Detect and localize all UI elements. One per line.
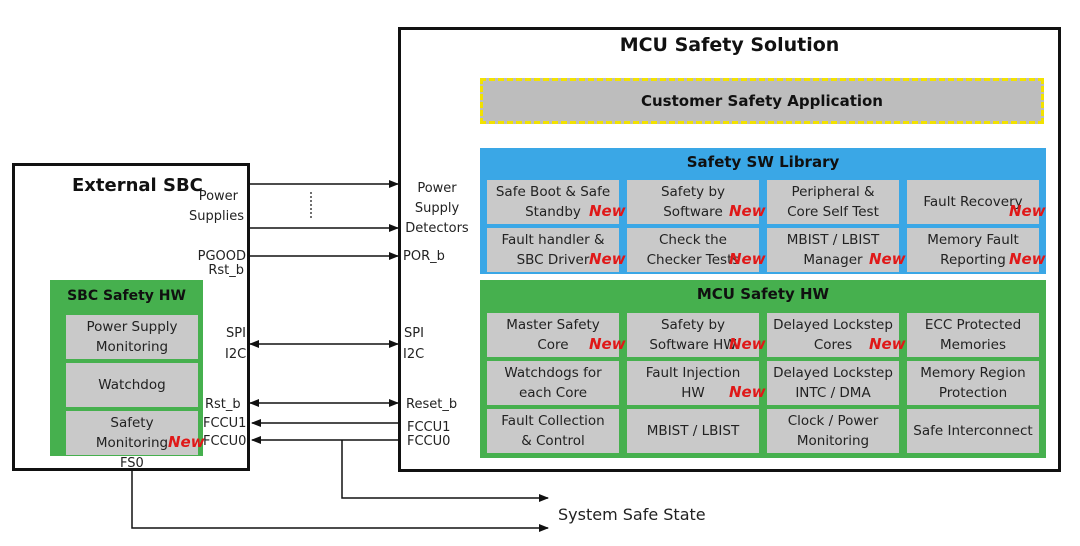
new-badge: New: [729, 335, 766, 353]
hw-cell-ecc-protected-memories: ECC Protected Memories: [907, 313, 1039, 357]
sw-cell-peripheral-core-self-test: Peripheral & Core Self Test: [767, 180, 899, 224]
hw-cell-label: Master Safety Core: [506, 317, 600, 353]
sw-cell-label: Fault Recovery: [923, 194, 1023, 210]
new-badge: New: [869, 335, 906, 353]
sbc-fccu0-label: FCCU0: [203, 434, 247, 449]
hw-cell-label: Delayed Lockstep INTC / DMA: [773, 365, 893, 401]
hw-cell-label: Delayed Lockstep Cores: [773, 317, 893, 353]
customer-safety-application: Customer Safety Application: [480, 78, 1044, 124]
hw-cell-label: MBIST / LBIST: [646, 423, 740, 439]
sbc-cell-label: Safety Monitoring: [95, 415, 169, 451]
sbc-fs0-label: FS0: [120, 456, 144, 471]
hw-cell-watchdogs-for-each-core: Watchdogs for each Core: [487, 361, 619, 405]
hw-cell-safety-by-software-hw: Safety by Software HW: [627, 313, 759, 357]
mcu-power-supply-detectors-label: Power Supply Detectors: [405, 181, 469, 236]
hw-cell-delayed-lockstep-cores: Delayed Lockstep Cores: [767, 313, 899, 357]
mcu-spi-label: SPI: [404, 326, 424, 341]
sbc-cell-safety-monitoring: Safety Monitoring: [66, 411, 198, 455]
sw-cell-label: Memory Fault Reporting: [927, 232, 1019, 268]
sw-cell-fault-recovery: Fault Recovery: [907, 180, 1039, 224]
sbc-fccu1-label: FCCU1: [203, 416, 247, 431]
sw-cell-fault-handler-sbc-driver: Fault handler & SBC Driver: [487, 228, 619, 272]
safe-state-line-2: [131, 470, 549, 532]
sbc-safety-hw-title: SBC Safety HW: [67, 288, 186, 304]
sbc-i2c-label: I2C: [225, 347, 247, 362]
new-badge: New: [1009, 202, 1046, 220]
hw-cell-label: Watchdogs for each Core: [504, 365, 602, 401]
hw-cell-label: Memory Region Protection: [920, 365, 1026, 401]
hw-cell-master-safety-core: Master Safety Core: [487, 313, 619, 357]
sbc-title: External SBC: [72, 175, 203, 196]
new-badge: New: [589, 250, 626, 268]
new-badge: New: [729, 383, 766, 401]
mcu-i2c-label: I2C: [403, 347, 425, 362]
hw-cell-label: Safety by Software HW: [649, 317, 737, 353]
new-badge: New: [168, 433, 205, 451]
hw-cell-fault-collection-control: Fault Collection & Control: [487, 409, 619, 453]
new-badge: New: [729, 202, 766, 220]
sw-cell-safety-by-software: Safety by Software: [627, 180, 759, 224]
hw-cell-delayed-lockstep-intc-dma: Delayed Lockstep INTC / DMA: [767, 361, 899, 405]
sw-cell-safe-boot-safe-standby: Safe Boot & Safe Standby: [487, 180, 619, 224]
new-badge: New: [729, 250, 766, 268]
hw-cell-label: Clock / Power Monitoring: [787, 413, 879, 449]
sbc-cell-power-supply-monitoring: Power Supply Monitoring: [66, 315, 198, 359]
hw-cell-clock-power-monitoring: Clock / Power Monitoring: [767, 409, 899, 453]
mcu-title: MCU Safety Solution: [619, 34, 840, 56]
sw-cell-label: MBIST / LBIST Manager: [786, 232, 880, 268]
sw-cell-label: Peripheral & Core Self Test: [787, 184, 879, 220]
sw-cell-label: Fault handler & SBC Driver: [501, 232, 605, 268]
new-badge: New: [1009, 250, 1046, 268]
system-safe-state-label: System Safe State: [558, 505, 706, 524]
hw-cell-label: Fault Injection HW: [645, 365, 741, 401]
hw-cell-label: Fault Collection & Control: [501, 413, 605, 449]
sw-cell-check-the-checker-tests: Check the Checker Tests: [627, 228, 759, 272]
sw-cell-label: Safety by Software: [660, 184, 726, 220]
sbc-cell-label: Watchdog: [98, 377, 166, 393]
safety-sw-library-title: Safety SW Library: [686, 153, 840, 171]
mcu-reset-b-label: Reset_b: [406, 397, 458, 412]
sbc-rst-b-label: Rst_b: [205, 397, 241, 412]
customer-safety-application-label: Customer Safety Application: [641, 92, 883, 110]
sbc-rst-b-top-label: Rst_b: [208, 263, 244, 278]
sw-cell-label: Check the Checker Tests: [646, 232, 740, 268]
sbc-power-label: Power: [198, 189, 238, 204]
sbc-supplies-label: Supplies: [189, 209, 244, 224]
mcu-por-b-label: POR_b: [403, 249, 445, 264]
hw-cell-label: ECC Protected Memories: [924, 317, 1022, 353]
new-badge: New: [589, 335, 626, 353]
hw-cell-mbist-lbist: MBIST / LBIST: [627, 409, 759, 453]
new-badge: New: [589, 202, 626, 220]
hw-cell-fault-injection-hw: Fault Injection HW: [627, 361, 759, 405]
sw-cell-mbist-lbist-manager: MBIST / LBIST Manager: [767, 228, 899, 272]
hw-cell-label: Safe Interconnect: [913, 423, 1033, 439]
sw-cell-label: Safe Boot & Safe Standby: [495, 184, 611, 220]
sbc-spi-label: SPI: [226, 326, 246, 341]
mcu-fccu1-label: FCCU1: [407, 420, 451, 435]
mcu-safety-hw-title: MCU Safety HW: [696, 285, 830, 303]
sw-cell-memory-fault-reporting: Memory Fault Reporting: [907, 228, 1039, 272]
safe-state-line-1: [341, 440, 549, 502]
sbc-cell-label: Power Supply Monitoring: [86, 319, 178, 355]
hw-cell-memory-region-protection: Memory Region Protection: [907, 361, 1039, 405]
mcu-fccu0-label: FCCU0: [407, 434, 451, 449]
sbc-pgood-label: PGOOD: [197, 249, 246, 264]
new-badge: New: [869, 250, 906, 268]
hw-cell-safe-interconnect: Safe Interconnect: [907, 409, 1039, 453]
sbc-cell-watchdog: Watchdog: [66, 363, 198, 407]
